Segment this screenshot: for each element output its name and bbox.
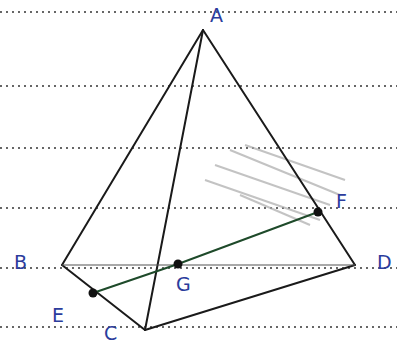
- section-line: [93, 212, 318, 293]
- point-label: B: [14, 253, 27, 272]
- point-label: D: [377, 253, 392, 272]
- point-label: E: [52, 306, 64, 325]
- point-label: F: [336, 192, 347, 211]
- tetrahedron-edges: [62, 30, 355, 330]
- ruled-lines: [0, 12, 397, 327]
- points: [89, 208, 323, 298]
- point-label: A: [210, 6, 223, 25]
- point-label: G: [176, 275, 191, 294]
- pencil-shading: [205, 145, 345, 225]
- point-label: C: [104, 324, 117, 343]
